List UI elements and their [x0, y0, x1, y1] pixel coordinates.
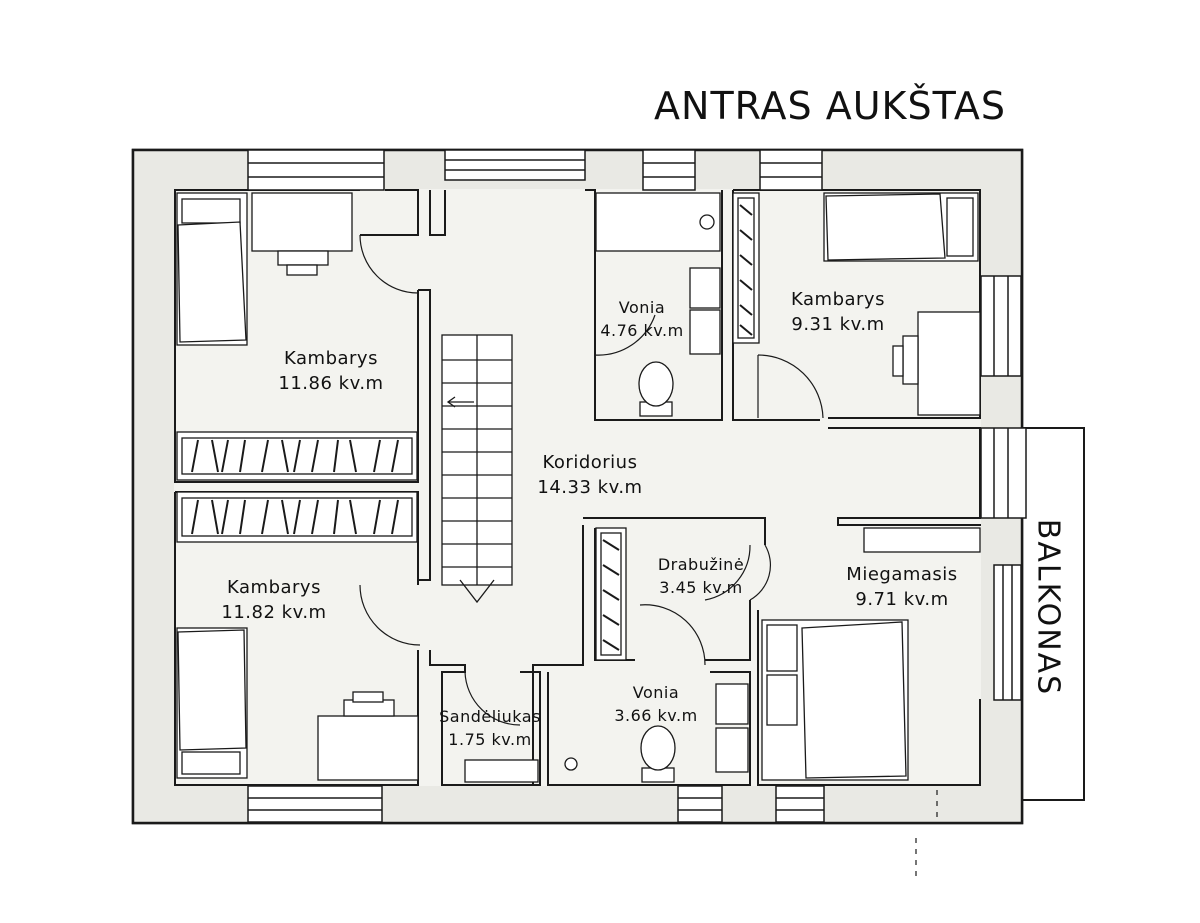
staircase: [441, 334, 513, 604]
doors: [359, 234, 824, 726]
window-east-2: [980, 427, 1027, 519]
sink-south-1: [715, 683, 749, 725]
window-north-4: [759, 149, 823, 191]
page-title: ANTRAS AUKŠTAS: [654, 84, 1006, 128]
door-storage: [464, 671, 521, 726]
window-north-3: [642, 149, 696, 191]
door-ne: [757, 354, 824, 419]
dashed-marks: [915, 790, 938, 880]
window-east-1: [980, 275, 1022, 377]
sink-north-2: [689, 309, 721, 355]
window-south-3: [775, 785, 825, 823]
door-nw: [359, 234, 419, 294]
sink-south-2: [715, 727, 749, 773]
desk-nw: [251, 192, 353, 252]
door-wardrobe-2: [749, 544, 771, 601]
desk-sw: [317, 715, 419, 781]
window-south-1: [247, 785, 383, 823]
balcony-outline: [1019, 427, 1085, 801]
bathtub: [595, 192, 721, 252]
door-sw: [359, 584, 421, 646]
storage-shelf: [464, 759, 539, 783]
furniture: [176, 192, 981, 783]
door-bath-south: [639, 604, 706, 666]
window-north-1: [247, 149, 385, 191]
door-bath-north: [594, 314, 656, 356]
desk-ne: [917, 311, 981, 416]
hangers: [191, 204, 753, 651]
windows: [247, 149, 1027, 823]
window-east-3: [993, 564, 1022, 701]
door-wardrobe: [704, 544, 751, 601]
window-north-2: [444, 149, 586, 181]
window-south-2: [677, 785, 723, 823]
sink-north-1: [689, 267, 721, 309]
